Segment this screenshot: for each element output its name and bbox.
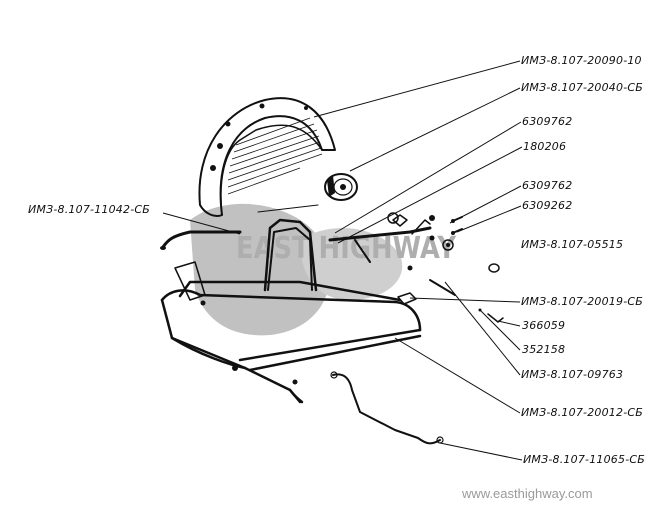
leader-bolt1 bbox=[334, 121, 522, 234]
bracket-drawing bbox=[328, 212, 504, 323]
label-washer2: ИМЗ-8.107-05515 bbox=[521, 238, 623, 251]
reflector-drawing bbox=[324, 173, 358, 201]
leader-screw bbox=[497, 320, 521, 327]
label-brake-tube: ИМЗ-8.107-11065-СБ bbox=[523, 453, 645, 466]
label-nut: 180206 bbox=[523, 140, 566, 153]
leader-reflector bbox=[349, 87, 521, 172]
watermark-logo: EAST HIGHWAY bbox=[190, 203, 457, 336]
leader-nut bbox=[337, 146, 523, 244]
leader-rod bbox=[444, 281, 521, 376]
label-frame: ИМЗ-8.107-20012-СБ bbox=[521, 406, 643, 419]
leader-pin bbox=[479, 309, 521, 351]
label-washer1: 6309262 bbox=[522, 199, 572, 212]
part-labels: ИМЗ-8.107-20090-10 ИМЗ-8.107-20040-СБ 63… bbox=[28, 54, 645, 466]
label-fender: ИМЗ-8.107-20090-10 bbox=[521, 54, 642, 67]
watermark-url: www.easthighway.com bbox=[461, 486, 593, 501]
leader-bracket bbox=[409, 297, 521, 303]
leader-washer1 bbox=[456, 205, 522, 233]
fender-grille bbox=[227, 117, 323, 195]
fender-drawing bbox=[198, 97, 336, 217]
label-pin: 352158 bbox=[522, 343, 565, 356]
label-bolt2: 6309762 bbox=[522, 179, 572, 192]
frame-drawing bbox=[160, 204, 422, 404]
label-left-tube: ИМЗ-8.107-11042-СБ bbox=[28, 203, 150, 216]
leader-lines bbox=[162, 60, 523, 461]
label-rod: ИМЗ-8.107-09763 bbox=[521, 368, 623, 381]
label-bracket: ИМЗ-8.107-20019-СБ bbox=[521, 295, 643, 308]
label-bolt1: 6309762 bbox=[522, 115, 572, 128]
label-reflector: ИМЗ-8.107-20040-СБ bbox=[521, 81, 643, 94]
left-tube-drawing bbox=[160, 230, 242, 250]
brake-tube-drawing bbox=[330, 371, 444, 445]
label-screw: 366059 bbox=[522, 319, 565, 332]
leader-brake-tube bbox=[439, 442, 523, 461]
leader-fender bbox=[313, 60, 521, 118]
leader-frame bbox=[394, 337, 521, 414]
